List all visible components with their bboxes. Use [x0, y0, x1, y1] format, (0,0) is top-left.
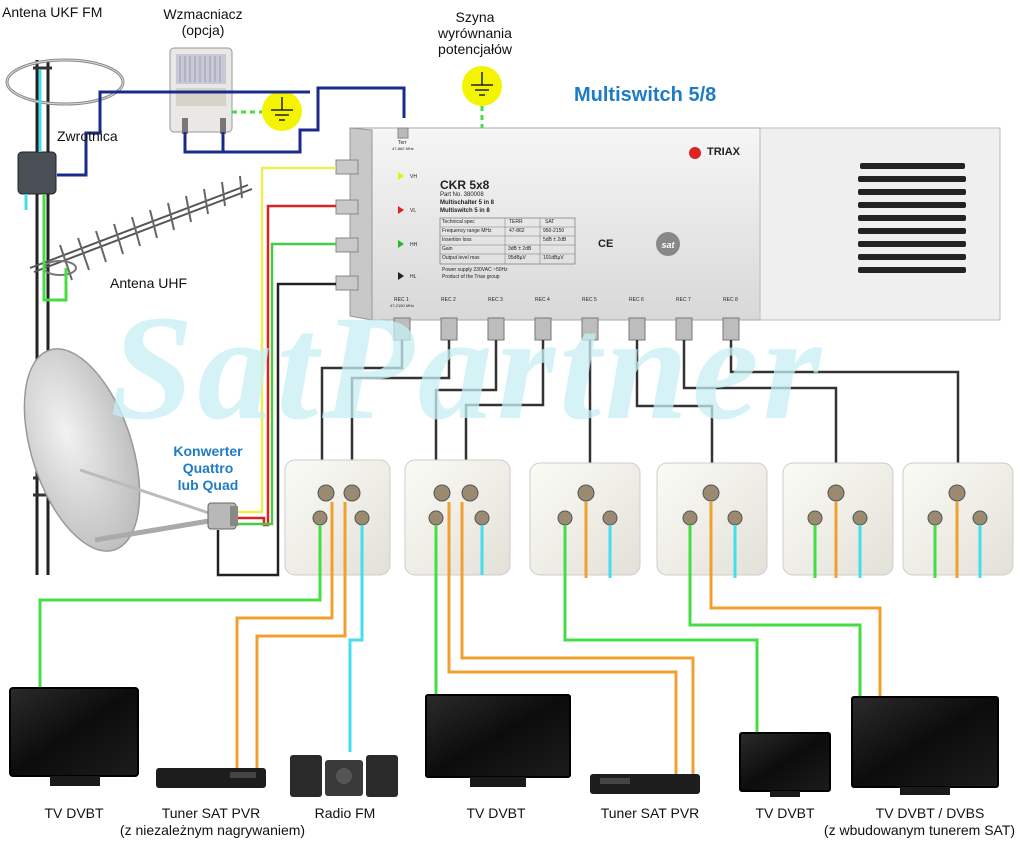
watermark: SatPartner: [110, 285, 826, 451]
spec-header: TERR: [509, 219, 523, 225]
pvr-tuner-icon: [590, 774, 700, 794]
output-label: REC 1: [394, 297, 409, 303]
input-label-hl: HL: [410, 274, 417, 280]
label-amplifier: Wzmacniacz: [163, 6, 243, 22]
spec-cell: 47-862: [509, 228, 525, 234]
device-sublabel: (z niezależnym nagrywaniem): [119, 822, 306, 838]
spec-header: SAT: [545, 219, 555, 225]
device-label: TV DVBT: [466, 805, 526, 821]
input-label-vl: VL: [410, 208, 417, 214]
model-name: CKR 5x8: [440, 178, 490, 192]
device-label: TV DVBT: [44, 805, 104, 821]
navy-cables: [57, 86, 406, 177]
label-diplexer: Zwrotnica: [57, 128, 118, 144]
output-label: REC 8: [723, 297, 738, 303]
spec-cell: 101dBµV: [543, 255, 564, 261]
label-fm-antenna: Antena UKF FM: [2, 4, 103, 20]
radio-icon: [290, 755, 398, 797]
spec-cell: Frequency range MHz: [442, 228, 492, 234]
amplifier-icon: [169, 47, 233, 134]
output-label: REC 6: [629, 297, 644, 303]
device-cables: [38, 502, 982, 776]
output-label: REC 5: [582, 297, 597, 303]
device-label: Radio FM: [314, 805, 376, 821]
label-amplifier-sub: (opcja): [181, 22, 225, 38]
brand-logo: TRIAX: [707, 146, 740, 158]
input-label-vh: VH: [410, 174, 417, 180]
uhf-antenna-icon: [29, 175, 253, 302]
label-uhf-antenna: Antena UHF: [110, 275, 188, 291]
spec-cell: Gain: [442, 246, 453, 252]
label-converter-3: lub Quad: [177, 477, 239, 493]
sat-logo: sat: [661, 240, 675, 250]
output-label: REC 3: [488, 297, 503, 303]
converter-cables: [216, 166, 336, 577]
multiswitch-device: sat: [335, 127, 1001, 341]
diagram-title: Multiswitch 5/8: [574, 84, 717, 106]
model-line-1: Multischalter 5 in 8: [440, 200, 495, 206]
spec-header: Technical spec: [442, 219, 475, 225]
output-label: REC 2: [441, 297, 456, 303]
ground-icon: [462, 66, 502, 128]
fm-antenna-icon: [5, 58, 125, 106]
device-label: Tuner SAT PVR: [600, 805, 700, 821]
wall-sockets: [284, 459, 1014, 576]
label-converter-2: Quattro: [182, 460, 234, 476]
output-label: REC 7: [676, 297, 691, 303]
terr-input-freq: 47-862 MHz: [392, 146, 414, 151]
power-supply-text: Power supply 230VAC ~50Hz: [442, 267, 508, 273]
terr-input-label: Terr: [398, 140, 407, 146]
spec-cell: 5dB ± 2dB: [543, 237, 567, 243]
spec-cell: Output level max: [442, 255, 480, 261]
device-label: TV DVBT: [755, 805, 815, 821]
label-converter-1: Konwerter: [173, 443, 243, 459]
device-label: TV DVBT / DVBS: [875, 805, 985, 821]
spec-cell: 95dBµV: [508, 255, 526, 261]
satellite-dish-icon: [23, 348, 238, 552]
output-freq: 47-2150 MHz: [390, 303, 415, 308]
tv-icon: [9, 687, 139, 786]
device-sublabel: (z wbudowanym tunerem SAT): [823, 822, 1016, 838]
ground-icon: [232, 91, 302, 131]
output-cables: [320, 340, 960, 478]
model-line-2: Multiswitch 5 in 8: [440, 208, 490, 214]
tv-icon: [425, 694, 571, 787]
label-busbar-1: Szyna: [455, 9, 495, 25]
ce-mark: CE: [598, 238, 614, 250]
spec-cell: 3dB ± 2dB: [508, 246, 532, 252]
tv-icon: [739, 732, 831, 797]
label-busbar-3: potencjałów: [438, 41, 512, 57]
spec-cell: 950-2150: [543, 228, 565, 234]
pvr-tuner-icon: [156, 768, 266, 788]
label-busbar-2: wyrównania: [438, 25, 512, 41]
input-label-hh: HH: [410, 242, 418, 248]
output-label: REC 4: [535, 297, 550, 303]
device-label: Tuner SAT PVR: [161, 805, 261, 821]
tv-icon: [851, 696, 999, 795]
spec-cell: Insertion loss: [442, 237, 472, 243]
diplexer-icon: [17, 90, 57, 210]
part-number: Part No. 380008: [440, 192, 484, 198]
product-of-text: Product of the Triax group: [442, 274, 500, 280]
